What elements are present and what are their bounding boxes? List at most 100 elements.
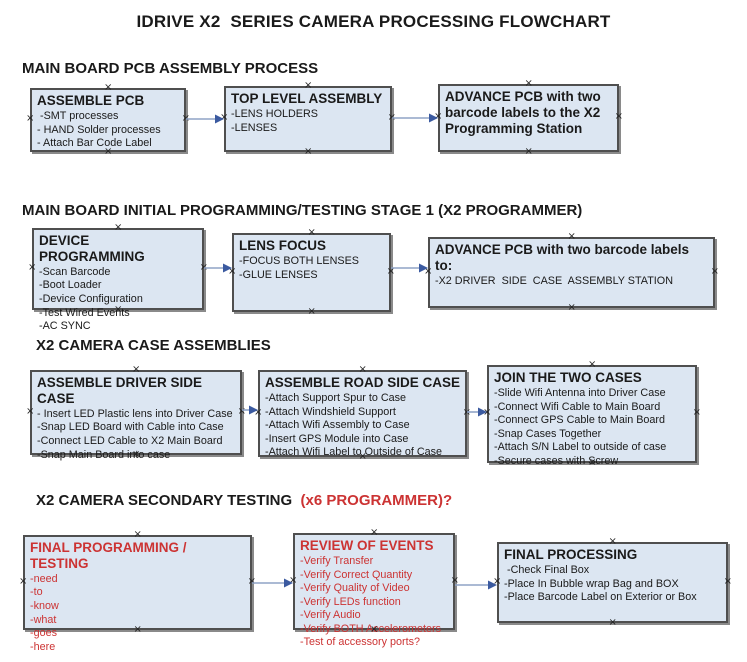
flow-box-final-processing: FINAL PROCESSING -Check Final Box-Place … bbox=[493, 537, 732, 628]
connection-handle-icon: × bbox=[304, 80, 313, 91]
box-item: -Scan Barcode bbox=[39, 265, 111, 278]
box-item: - Insert LED Plastic lens into Driver Ca… bbox=[37, 407, 233, 420]
box-items: -Check Final Box-Place In Bubble wrap Ba… bbox=[504, 564, 722, 605]
box-items: -need-to-know-what-goes-here bbox=[30, 573, 246, 655]
box-item: -Verify Audio bbox=[300, 609, 361, 622]
box-item: -Snap LED Board with Cable into Case bbox=[37, 421, 224, 434]
box-items: -Verify Transfer-Verify Correct Quantity… bbox=[300, 555, 449, 650]
box-title: LENS FOCUS bbox=[239, 238, 327, 253]
section-header-pcb-assembly: MAIN BOARD PCB ASSEMBLY PROCESS bbox=[22, 60, 319, 77]
section-header-initial-programming: MAIN BOARD INITIAL PROGRAMMING/TESTING S… bbox=[22, 202, 583, 219]
box-items: -X2 DRIVER SIDE CASE ASSEMBLY STATION bbox=[435, 275, 709, 289]
connection-handle-icon: × bbox=[307, 306, 316, 317]
flow-box-lens-focus: LENS FOCUS -FOCUS BOTH LENSES-GLUE LENSE… bbox=[228, 228, 395, 317]
flow-box-device-programming: DEVICE PROGRAMMING -Scan Barcode-Boot Lo… bbox=[28, 223, 208, 333]
connector-arrow-icon bbox=[186, 114, 224, 124]
box-title: ASSEMBLE PCB bbox=[37, 93, 145, 108]
box-item: -Verify Transfer bbox=[300, 554, 374, 567]
connection-handle-icon: × bbox=[307, 227, 316, 238]
box-title: FINAL PROGRAMMING / TESTING bbox=[30, 540, 191, 571]
box-item: -Verify BOTH Accelerometers bbox=[300, 622, 441, 635]
section-header-secondary-testing: X2 CAMERA SECONDARY TESTING (x6 PROGRAMM… bbox=[36, 492, 452, 509]
section-header-red-suffix: (x6 PROGRAMMER)? bbox=[300, 492, 453, 509]
box-item: -FOCUS BOTH LENSES bbox=[239, 254, 359, 267]
connector-arrow-icon bbox=[455, 580, 497, 590]
box-item: -Attach Wifi Label to Outside of Case bbox=[265, 446, 443, 459]
box-item: -Attach S/N Label to outside of case bbox=[494, 441, 667, 454]
connection-handle-icon: × bbox=[26, 113, 35, 124]
connection-handle-icon: × bbox=[692, 407, 701, 418]
box-item: -AC SYNC bbox=[39, 320, 91, 333]
box-title: ADVANCE PCB with two barcode labels to t… bbox=[445, 89, 605, 136]
connection-handle-icon: × bbox=[608, 617, 617, 628]
box-item: -Connect Wifi Cable to Main Board bbox=[494, 400, 661, 413]
connection-handle-icon: × bbox=[710, 265, 719, 277]
box-title: FINAL PROCESSING bbox=[504, 547, 638, 562]
flow-box-final-programming-testing: FINAL PROGRAMMING / TESTING -need-to-kno… bbox=[19, 530, 256, 653]
connection-handle-icon: × bbox=[358, 364, 367, 375]
connection-handle-icon: × bbox=[723, 575, 732, 587]
section-header-case-assemblies: X2 CAMERA CASE ASSEMBLIES bbox=[36, 337, 271, 354]
box-items: -FOCUS BOTH LENSES-GLUE LENSES bbox=[239, 255, 385, 282]
flow-box-advance-pcb-driver-side: ADVANCE PCB with two barcode labels to: … bbox=[424, 232, 719, 313]
connector-arrow-icon bbox=[391, 263, 428, 273]
box-title: REVIEW OF EVENTS bbox=[300, 538, 434, 553]
box-item: -know bbox=[30, 600, 59, 613]
connector-arrow-icon bbox=[252, 578, 293, 588]
box-items: -LENS HOLDERS-LENSES bbox=[231, 108, 386, 135]
box-item: -Snap Cases Together bbox=[494, 427, 602, 440]
connection-handle-icon: × bbox=[370, 527, 379, 538]
box-item: -LENS HOLDERS bbox=[231, 107, 318, 120]
flow-box-review-of-events: REVIEW OF EVENTS -Verify Transfer-Verify… bbox=[289, 528, 459, 649]
box-item: - Attach Bar Code Label bbox=[37, 137, 152, 150]
flow-box-assemble-pcb: ASSEMBLE PCB -SMT processes- HAND Solder… bbox=[26, 83, 190, 157]
box-item: -Connect LED Cable to X2 Main Board bbox=[37, 435, 223, 448]
box-item: -Insert GPS Module into Case bbox=[265, 432, 409, 445]
box-item: -need bbox=[30, 572, 58, 585]
box-item: -Slide Wifi Antenna into Driver Case bbox=[494, 386, 666, 399]
connection-handle-icon: × bbox=[114, 222, 123, 233]
box-item: -Snap Main Board into case bbox=[37, 448, 171, 461]
connection-handle-icon: × bbox=[28, 262, 37, 273]
box-item: - HAND Solder processes bbox=[37, 123, 161, 136]
box-item: -SMT processes bbox=[37, 109, 119, 122]
box-item: -Place Barcode Label on Exterior or Box bbox=[504, 591, 697, 604]
box-item: -Test Wired Events bbox=[39, 306, 130, 319]
box-title: ASSEMBLE ROAD SIDE CASE bbox=[265, 375, 461, 390]
connection-handle-icon: × bbox=[524, 78, 533, 89]
box-title: ASSEMBLE DRIVER SIDE CASE bbox=[37, 375, 206, 406]
flow-box-top-level-assembly: TOP LEVEL ASSEMBLY -LENS HOLDERS-LENSES … bbox=[220, 81, 396, 157]
box-items: -Attach Support Spur to Case-Attach Wind… bbox=[265, 392, 461, 460]
box-items: - Insert LED Plastic lens into Driver Ca… bbox=[37, 408, 236, 462]
box-item: -Place In Bubble wrap Bag and BOX bbox=[504, 577, 679, 590]
box-item: -Boot Loader bbox=[39, 279, 102, 292]
flow-box-advance-pcb-programming-station: ADVANCE PCB with two barcode labels to t… bbox=[434, 79, 623, 157]
box-item: -Verify Correct Quantity bbox=[300, 568, 413, 581]
connector-arrow-icon bbox=[242, 405, 258, 415]
connector-arrow-icon bbox=[392, 113, 438, 123]
box-title: JOIN THE TWO CASES bbox=[494, 370, 642, 385]
flow-box-assemble-driver-side-case: ASSEMBLE DRIVER SIDE CASE - Insert LED P… bbox=[26, 365, 246, 461]
box-items: -Slide Wifi Antenna into Driver Case-Con… bbox=[494, 387, 691, 469]
connection-handle-icon: × bbox=[567, 231, 576, 242]
box-title: DEVICE PROGRAMMING bbox=[39, 233, 145, 264]
connection-handle-icon: × bbox=[524, 146, 533, 157]
connection-handle-icon: × bbox=[304, 146, 313, 157]
connection-handle-icon: × bbox=[614, 111, 623, 122]
flow-box-assemble-road-side-case: ASSEMBLE ROAD SIDE CASE -Attach Support … bbox=[254, 365, 471, 462]
box-items: -SMT processes- HAND Solder processes- A… bbox=[37, 110, 180, 151]
box-item: -Test of accessory ports? bbox=[300, 636, 421, 649]
box-item: -goes bbox=[30, 627, 58, 640]
box-item: -Verify Quality of Video bbox=[300, 582, 410, 595]
box-items: -Scan Barcode-Boot Loader-Device Configu… bbox=[39, 266, 198, 334]
box-item: -Device Configuration bbox=[39, 293, 143, 306]
page-title: IDRIVE X2 SERIES CAMERA PROCESSING FLOWC… bbox=[136, 12, 611, 31]
box-item: -what bbox=[30, 613, 57, 626]
connection-handle-icon: × bbox=[608, 536, 617, 547]
connection-handle-icon: × bbox=[19, 575, 28, 587]
box-item: -Secure cases with Screw bbox=[494, 454, 619, 467]
box-item: -LENSES bbox=[231, 121, 278, 134]
box-item: -Verify LEDs function bbox=[300, 595, 401, 608]
connector-arrow-icon bbox=[467, 407, 487, 417]
